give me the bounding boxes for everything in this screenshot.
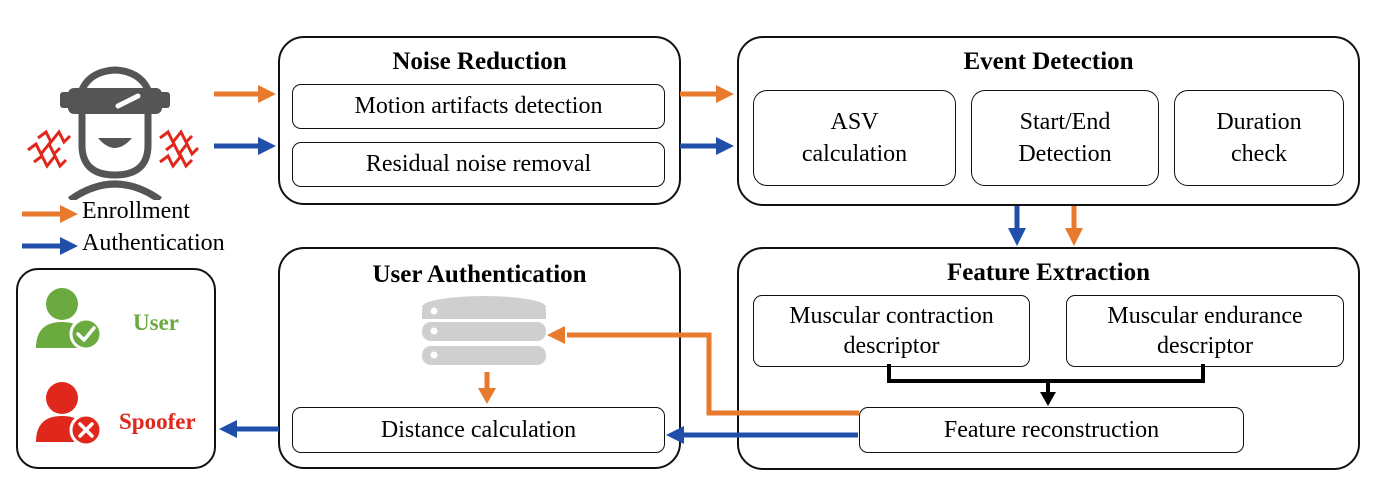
descriptor-merge-connector [887, 364, 1205, 406]
motion-artifacts-box: Motion artifacts detection [292, 84, 665, 129]
authentication-arrow-icon [22, 237, 78, 255]
noise-reduction-title: Noise Reduction [392, 48, 567, 75]
user-authentication-title: User Authentication [372, 261, 587, 288]
input-arrows [214, 85, 276, 155]
result-panel: User Spoofer [16, 268, 216, 469]
noise-reduction-panel: Noise Reduction Motion artifacts detecti… [278, 36, 681, 205]
nr-to-ed-arrows [680, 85, 734, 155]
user-label: User [133, 310, 179, 335]
legend-authentication: Authentication [82, 230, 225, 256]
spoofer-label: Spoofer [119, 409, 196, 434]
feature-reconstruction-box: Feature reconstruction [859, 407, 1244, 453]
distance-calculation-box: Distance calculation [292, 407, 665, 453]
feature-extraction-title: Feature Extraction [947, 259, 1150, 286]
db-to-distance-arrow [478, 372, 496, 404]
spoofer-rejected-icon [36, 382, 103, 447]
residual-noise-box: Residual noise removal [292, 142, 665, 187]
enrollment-arrow-icon [22, 205, 78, 223]
vr-user-icon [20, 50, 210, 203]
ed-to-fe-arrows [1008, 206, 1083, 246]
legend-enrollment: Enrollment [82, 198, 190, 224]
user-accepted-icon [36, 288, 103, 351]
enrollment-storage-path [547, 326, 859, 416]
legend: Enrollment Authentication [20, 198, 260, 268]
authentication-compare-path [666, 426, 858, 444]
distance-to-result-arrow [219, 420, 279, 438]
event-detection-title: Event Detection [963, 48, 1134, 75]
database-icon [422, 296, 546, 365]
